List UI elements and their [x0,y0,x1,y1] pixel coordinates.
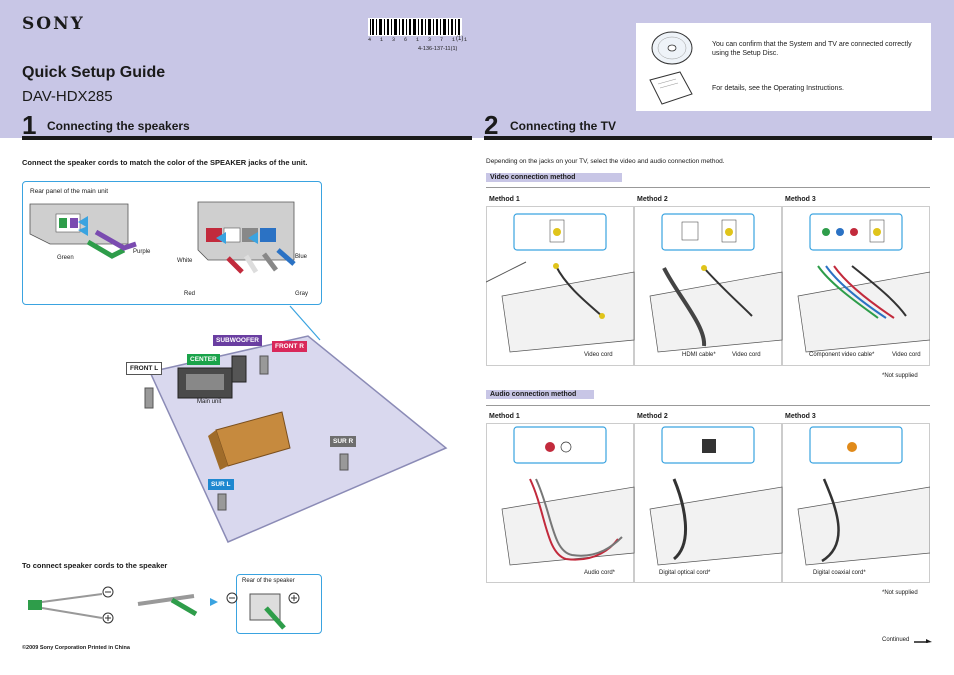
part-number: 4-136-137-11(1) [418,46,458,52]
video-method-3: Method 3 [785,196,816,203]
video-cord-2: Video cord [732,352,761,358]
tag-front-r: FRONT R [272,341,307,352]
audio-method-1: Method 1 [489,413,520,420]
color-red: Red [184,291,196,297]
tag-sur-l: SUR L [208,479,234,490]
room-diagram [144,305,448,543]
continued-label: Continued [882,637,910,643]
video-connection-diagrams [486,213,930,353]
rear-panel-label: Rear panel of the main unit [30,188,109,195]
model-name: DAV-HDX285 [22,88,113,105]
video-cord-1: Video cord [584,352,613,358]
video-not-supplied: *Not supplied [882,373,918,379]
arrow-right-icon [914,639,932,643]
copyright: ©2009 Sony Corporation Printed in China [22,645,130,651]
barcode-suffix: (1) [456,36,464,42]
rear-speaker-box [236,574,322,634]
section1-rule [22,136,472,140]
disc-icon [651,31,693,65]
tv-intro: Depending on the jacks on your TV, selec… [486,158,725,165]
barcode-icon [368,18,462,36]
section1-number: 1 [22,110,37,140]
section2-number: 2 [484,110,499,140]
color-purple: Purple [133,249,151,255]
barcode-digits: 4 1 3 6 1 3 7 1 1 [368,37,471,43]
sony-logo: SONY [22,14,85,34]
color-green: Green [57,255,74,261]
video-cord-3: Video cord [892,352,921,358]
audio-cord: Audio cord* [584,570,616,576]
speaker-instruction: Connect the speaker cords to match the c… [22,158,308,167]
coaxial-cord: Digital coaxial cord* [813,570,866,576]
audio-method-2: Method 2 [637,413,668,420]
color-blue: Blue [295,254,308,260]
video-method-header: Video connection method [486,173,622,182]
video-method-2: Method 2 [637,196,668,203]
guide-title: Quick Setup Guide [22,64,166,81]
tag-front-l: FRONT L [126,362,163,375]
rear-panel-box [22,181,322,305]
disc-info-text: You can confirm that the System and TV a… [712,41,912,57]
component-cable: Component video cable* [809,352,875,358]
optical-cord: Digital optical cord* [659,570,711,576]
audio-method-3: Method 3 [785,413,816,420]
section1-title: Connecting the speakers [47,119,190,133]
main-unit-label: Main unit [197,399,222,405]
rear-speaker-label: Rear of the speaker [242,578,295,584]
manual-icon [649,71,693,105]
audio-divider [486,405,930,406]
cord-steps-illustration [28,586,300,630]
hdmi-cable: HDMI cable* [682,352,716,358]
tag-subwoofer: SUBWOOFER [213,335,262,346]
audio-method-header: Audio connection method [486,390,594,399]
audio-not-supplied: *Not supplied [882,590,918,596]
tag-sur-r: SUR R [330,436,357,447]
video-method-1: Method 1 [489,196,520,203]
cords-title: To connect speaker cords to the speaker [22,561,168,570]
video-divider [486,187,930,188]
tag-center: CENTER [187,354,220,365]
section2-rule [484,136,932,140]
section2-title: Connecting the TV [510,119,616,133]
audio-connection-diagrams [501,426,930,566]
manual-info-text: For details, see the Operating Instructi… [712,85,844,92]
color-white: White [177,258,193,264]
color-gray: Gray [295,291,309,297]
speaker-jacks-illustration [29,201,296,274]
